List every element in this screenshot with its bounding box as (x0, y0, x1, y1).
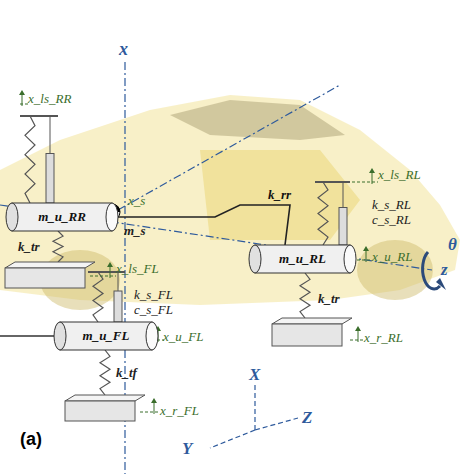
arrowhead (107, 262, 113, 267)
coordinate-frame (210, 385, 298, 448)
car-body (0, 95, 460, 305)
theta-arrow (423, 252, 440, 289)
annotation-label: x_s (128, 194, 145, 207)
spring-symbol (93, 272, 103, 322)
annotation-label: x_ls_RL (378, 168, 421, 181)
car-window (170, 100, 345, 140)
spring-symbol (25, 116, 35, 203)
frame-axis (255, 418, 298, 430)
arrowhead (19, 90, 25, 95)
car-illustration (0, 95, 460, 310)
cylinder-cap (344, 245, 356, 273)
cylinder-cap (54, 322, 66, 350)
annotation-label: Y (182, 440, 192, 457)
z-axis (0, 205, 432, 270)
spring-symbol (318, 182, 328, 245)
arrowhead (151, 398, 157, 403)
annotation-label: X (249, 366, 260, 383)
annotation-label: x_r_RL (364, 331, 403, 344)
cylinder-cap (6, 203, 18, 231)
damper-body (114, 291, 122, 322)
spring-symbol (53, 231, 63, 262)
cylinder-cap (146, 322, 158, 350)
annotation-label: x (119, 40, 128, 58)
mass-label: m_u_RR (38, 209, 86, 225)
annotation-label: x_ls_RR (28, 92, 71, 105)
annotation-label: k_tr (318, 292, 340, 305)
unsprung-mass-cylinder: m_u_FL (60, 322, 152, 350)
cylinder-cap (249, 245, 261, 273)
road-plate (5, 268, 85, 288)
annotation-label: x_r_FL (160, 404, 199, 417)
unsprung-mass-cylinder: m_u_RL (255, 245, 350, 273)
annotation-label: k_tf (116, 366, 137, 379)
edge-label: k_rr (268, 188, 291, 201)
reference-line (140, 412, 160, 413)
mass-label: m_u_FL (83, 328, 130, 344)
frame-axis (254, 385, 255, 430)
road-plate (272, 324, 342, 346)
spring-symbol (100, 350, 110, 395)
theta-arrowhead (436, 278, 446, 290)
cylinder-cap (106, 203, 118, 231)
cylinder-body (60, 322, 152, 350)
spring-symbol (300, 273, 310, 318)
suspension (0, 90, 378, 421)
annotation-label: c_s_RL (372, 213, 411, 226)
annotation-label: k_s_FL (134, 288, 173, 301)
reference-line (90, 276, 116, 277)
axes (0, 62, 446, 474)
reference-line (20, 104, 28, 105)
annotation-label: Z (302, 409, 312, 426)
arrowhead (369, 168, 375, 173)
frame-axis (210, 430, 255, 448)
anti-roll-bar (118, 205, 290, 245)
cylinder-body (12, 203, 112, 231)
mount-bar (315, 181, 350, 183)
reference-line (352, 182, 378, 183)
annotation-label: k_tr (18, 240, 40, 253)
annotation-label: c_s_FL (134, 303, 173, 316)
cylinder-body (255, 245, 350, 273)
annotation-label: θ (448, 236, 457, 253)
annotation-label: z (441, 261, 448, 278)
road-plate-top (272, 318, 352, 324)
connectors (118, 205, 290, 245)
mount-bar (20, 115, 58, 117)
annotation-label: x_ls_FL (116, 262, 159, 275)
road-plate (65, 401, 135, 421)
mass-label: m_u_RL (279, 251, 326, 267)
damper-body (339, 208, 347, 246)
axle-line (0, 335, 60, 337)
car-door (200, 150, 360, 240)
road-plate-top (65, 395, 145, 401)
annotation-label: x_u_FL (163, 330, 203, 343)
unsprung-mass-cylinder: m_u_RR (12, 203, 112, 231)
arrowhead (363, 246, 369, 251)
annotation-label: x_u_RL (372, 250, 412, 263)
damper-body (46, 154, 54, 204)
arrowhead (355, 326, 361, 331)
reference-line (350, 340, 364, 341)
damper-rod (50, 116, 51, 160)
annotation-label: k_s_RL (372, 198, 411, 211)
annotation-label: m_s (124, 224, 146, 237)
annotation-label: (a) (20, 430, 42, 448)
y-axis (118, 85, 340, 210)
road-plate-top (5, 262, 95, 268)
